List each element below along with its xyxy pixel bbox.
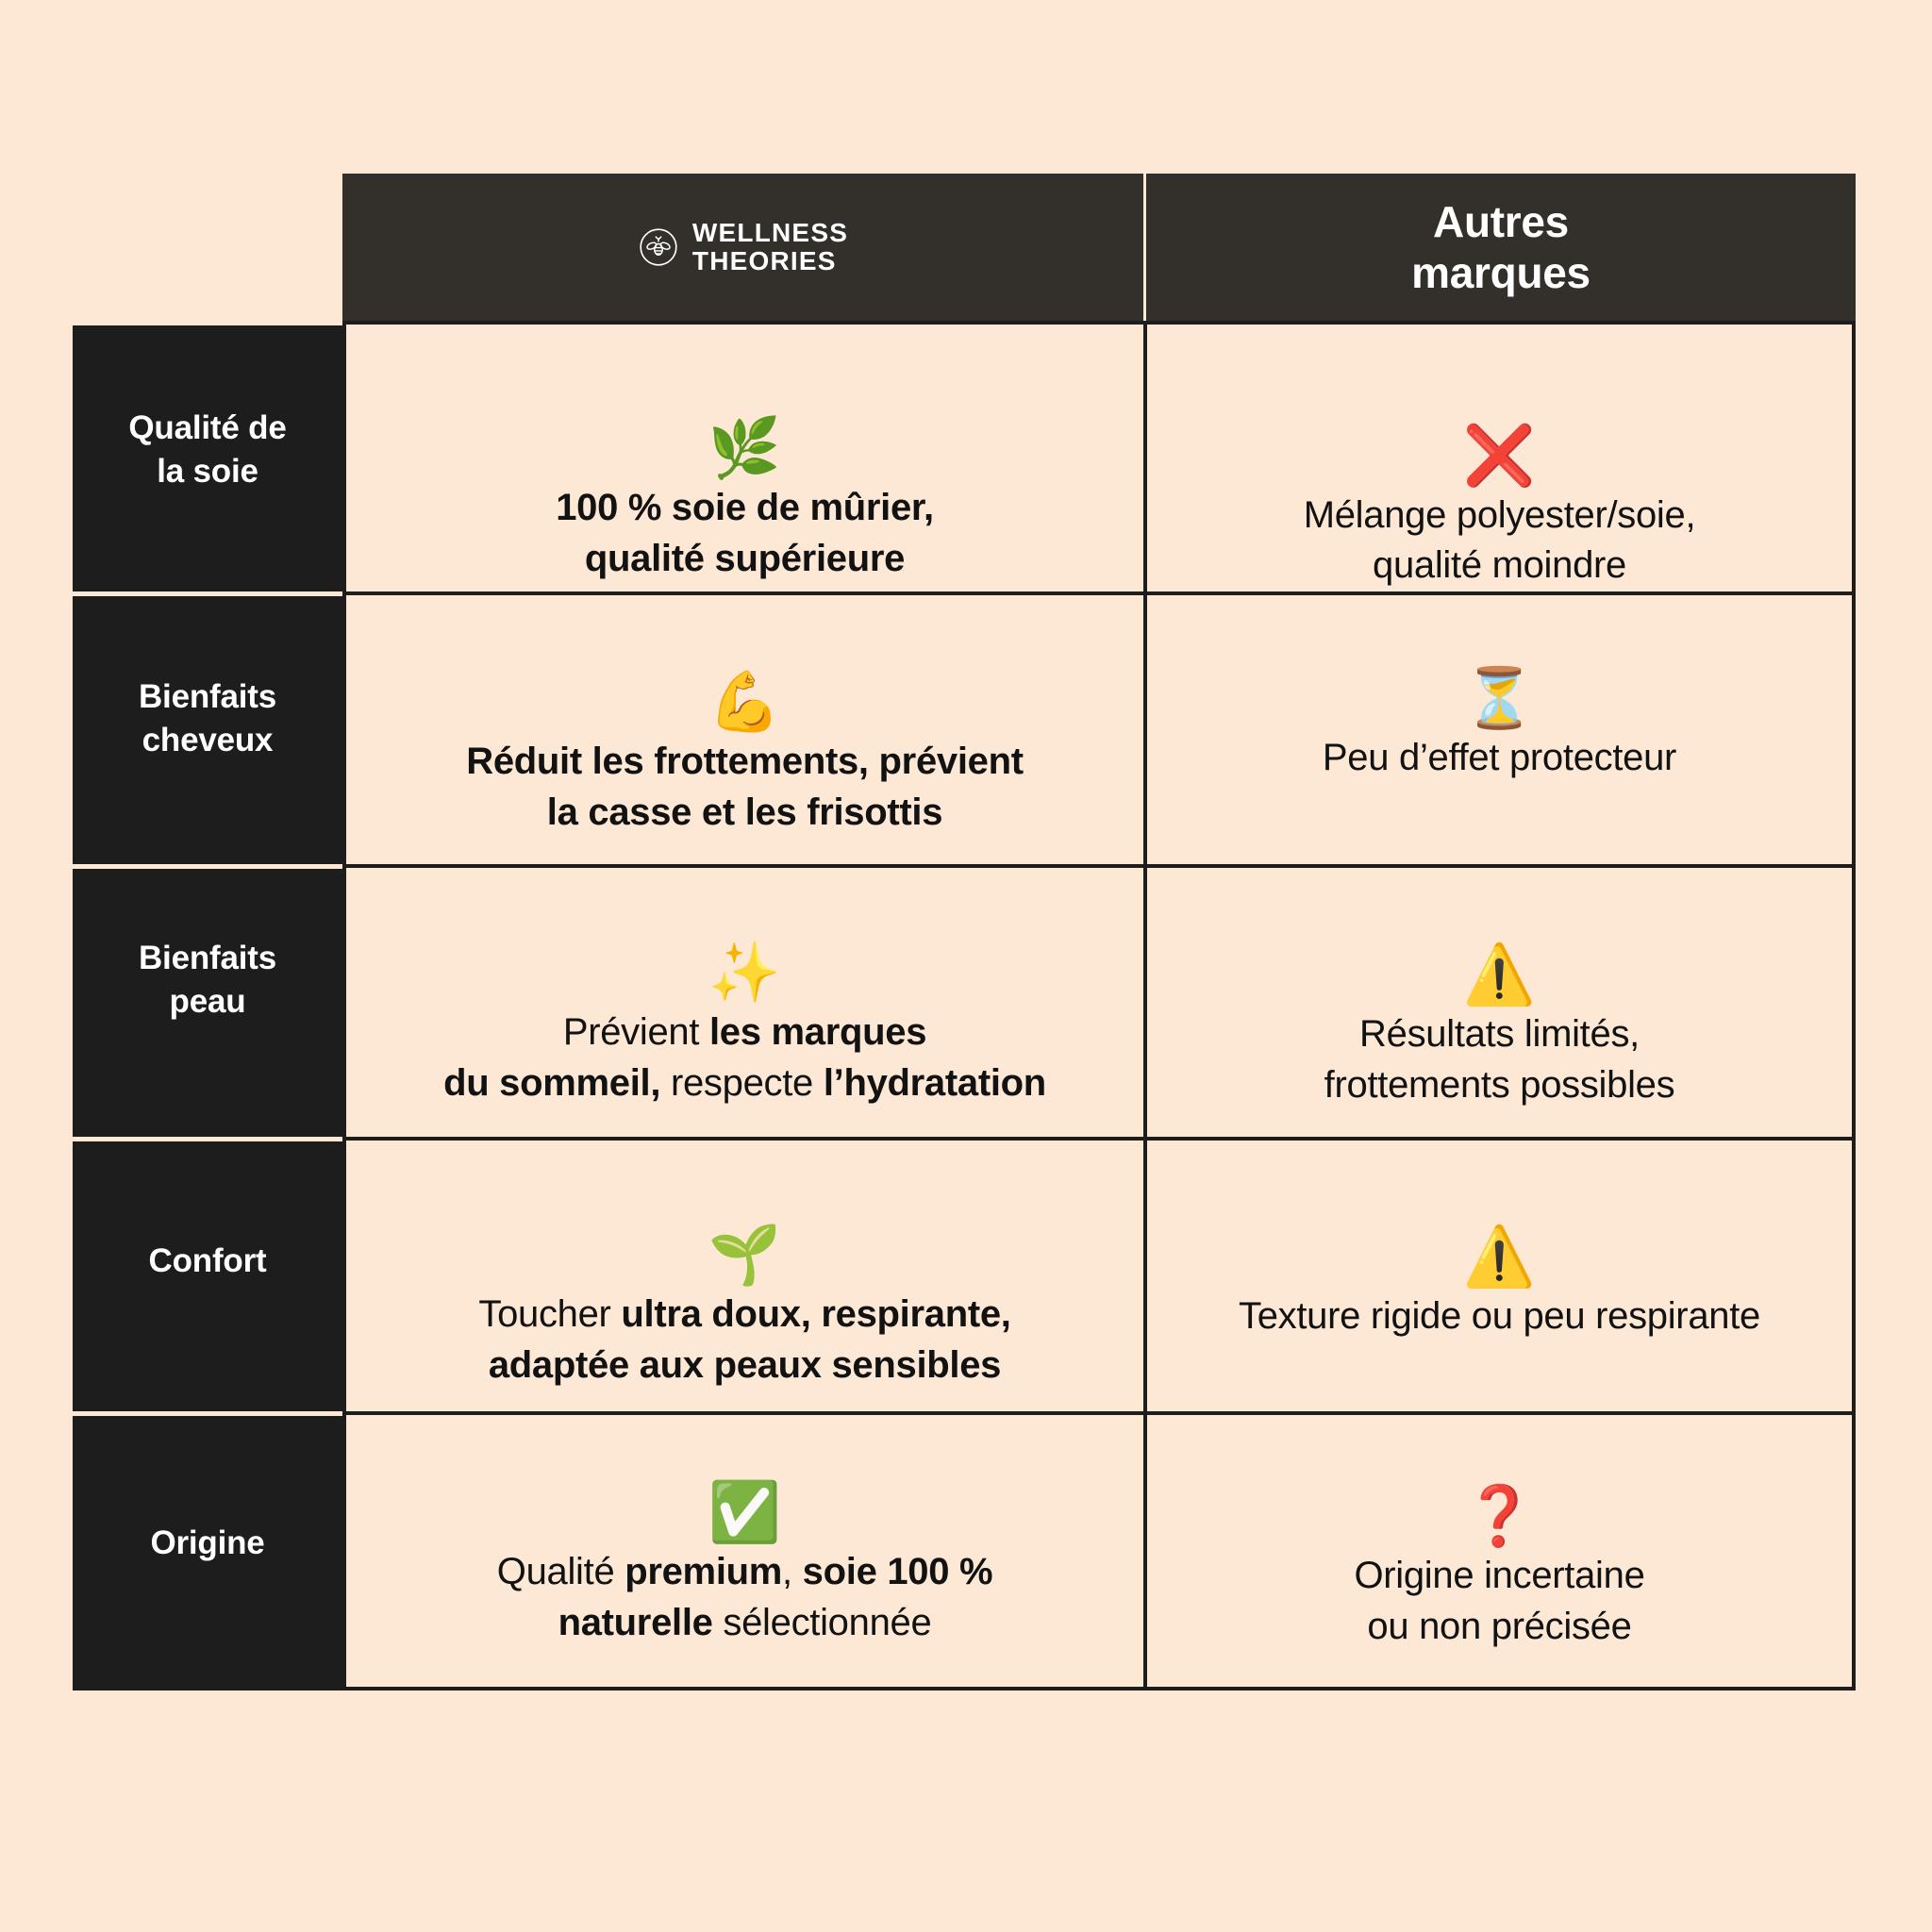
cell-other-text: Peu d’effet protecteur (1323, 733, 1676, 784)
cell-text-line-2: adaptée aux peaux sensibles (488, 1343, 1002, 1386)
row-label-line-2: la soie (157, 452, 258, 490)
row-label-line-1: Bienfaits (138, 678, 276, 715)
brand-line-1: WELLNESS (691, 217, 849, 247)
flexed-biceps-emoji: 💪 (708, 670, 782, 735)
cell-other-bienfaits-cheveux: ⏳ Peu d’effet protecteur (1143, 591, 1856, 864)
cell-text-line-1: Toucher ultra doux, respirante, (478, 1293, 1011, 1335)
cell-brand-text: Réduit les frottements, prévient la cass… (466, 737, 1024, 838)
row-label-line-2: cheveux (142, 721, 274, 758)
warning-triangle-emoji: ⚠️ (1462, 1224, 1537, 1290)
comparison-table: WELLNESS THEORIES Autres marques Qualité… (73, 174, 1856, 1690)
cell-brand-bienfaits-cheveux: 💪 Réduit les frottements, prévient la ca… (342, 591, 1143, 864)
row-label-origine: Origine (73, 1411, 342, 1690)
cell-text-line-1: Mélange polyester/soie, (1303, 493, 1696, 536)
cell-text-line-1: Prévient les marques (562, 1011, 927, 1053)
header-other-title: Autres marques (1411, 196, 1591, 299)
cell-brand-text: Qualité premium, soie 100 % naturelle sé… (497, 1547, 993, 1648)
header-brand-column: WELLNESS THEORIES (342, 174, 1143, 321)
cell-text-line-1: Origine incertaine (1354, 1555, 1645, 1596)
cell-brand-origine: ✅ Qualité premium, soie 100 % naturelle … (342, 1411, 1143, 1690)
herb-leaf-emoji: 🌿 (708, 416, 782, 481)
row-label-qualite-de-la-soie: Qualité de la soie (73, 321, 342, 591)
cell-brand-text: 100 % soie de mûrier, qualité supérieure (556, 483, 934, 584)
brand-line-2: THEORIES (691, 246, 837, 275)
cell-other-origine: ❓ Origine incertaine ou non précisée (1143, 1411, 1856, 1690)
cell-other-confort: ⚠️ Texture rigide ou peu respirante (1143, 1137, 1856, 1411)
cross-mark-emoji: ❌ (1462, 423, 1537, 489)
seedling-emoji: 🌱 (708, 1223, 782, 1288)
cell-brand-text: Prévient les marques du sommeil, respect… (443, 1008, 1046, 1108)
hourglass-emoji: ⏳ (1462, 666, 1537, 731)
cell-text-line-2: frottements possibles (1324, 1063, 1675, 1106)
row-label-line-1: Qualité de (128, 409, 287, 446)
row-label-bienfaits-peau: Bienfaits peau (73, 864, 342, 1137)
cell-text-line-2: qualité supérieure (584, 537, 906, 579)
cell-text-line-1: Texture rigide ou peu respirante (1239, 1295, 1760, 1337)
cell-other-qualite-de-la-soie: ❌ Mélange polyester/soie, qualité moindr… (1143, 321, 1856, 591)
warning-triangle-emoji: ⚠️ (1462, 942, 1537, 1008)
cell-text-line-1: Peu d’effet protecteur (1322, 737, 1677, 778)
row-label-confort: Confort (73, 1137, 342, 1411)
cell-text-line-1: Résultats limités, (1359, 1013, 1640, 1055)
cell-brand-qualite-de-la-soie: 🌿 100 % soie de mûrier, qualité supérieu… (342, 321, 1143, 591)
header-other-line-1: Autres (1433, 196, 1569, 246)
header-corner-spacer (73, 174, 342, 321)
red-question-mark-emoji: ❓ (1462, 1484, 1537, 1549)
cell-text-line-2: qualité moindre (1373, 544, 1626, 587)
cell-text-line-2: naturelle sélectionnée (558, 1601, 932, 1643)
cell-text-line-2: ou non précisée (1367, 1605, 1632, 1647)
header-other-column: Autres marques (1143, 174, 1856, 321)
header-other-line-2: marques (1411, 248, 1591, 297)
cell-text-line-1: 100 % soie de mûrier, (556, 487, 934, 528)
row-label-line-1: Confort (148, 1242, 267, 1279)
row-label-line-1: Bienfaits (138, 940, 276, 976)
cell-other-text: Résultats limités, frottements possibles (1324, 1009, 1675, 1110)
cell-brand-confort: 🌱 Toucher ultra doux, respirante, adapté… (342, 1137, 1143, 1411)
cell-text-line-1: Qualité premium, soie 100 % (496, 1551, 993, 1592)
cell-brand-bienfaits-peau: ✨ Prévient les marques du sommeil, respe… (342, 864, 1143, 1137)
cell-other-bienfaits-peau: ⚠️ Résultats limités, frottements possib… (1143, 864, 1856, 1137)
cell-other-text: Texture rigide ou peu respirante (1239, 1291, 1760, 1342)
bee-in-circle-icon (638, 226, 679, 268)
row-label-bienfaits-cheveux: Bienfaits cheveux (73, 591, 342, 864)
cell-other-text: Mélange polyester/soie, qualité moindre (1304, 491, 1696, 591)
cell-text-line-2: la casse et les frisottis (546, 791, 943, 833)
row-label-line-1: Origine (150, 1524, 265, 1561)
brand-lockup: WELLNESS THEORIES (638, 217, 849, 275)
check-mark-button-emoji: ✅ (708, 1480, 782, 1545)
cell-brand-text: Toucher ultra doux, respirante, adaptée … (478, 1290, 1011, 1391)
brand-wordmark: WELLNESS THEORIES (691, 217, 849, 275)
cell-other-text: Origine incertaine ou non précisée (1354, 1551, 1644, 1652)
cell-text-line-1: Réduit les frottements, prévient (466, 741, 1024, 782)
cell-text-line-2: du sommeil, respecte l’hydratation (443, 1061, 1046, 1104)
comparison-grid: WELLNESS THEORIES Autres marques Qualité… (73, 174, 1856, 1690)
row-label-line-2: peau (169, 982, 246, 1020)
sparkles-emoji: ✨ (708, 941, 782, 1006)
